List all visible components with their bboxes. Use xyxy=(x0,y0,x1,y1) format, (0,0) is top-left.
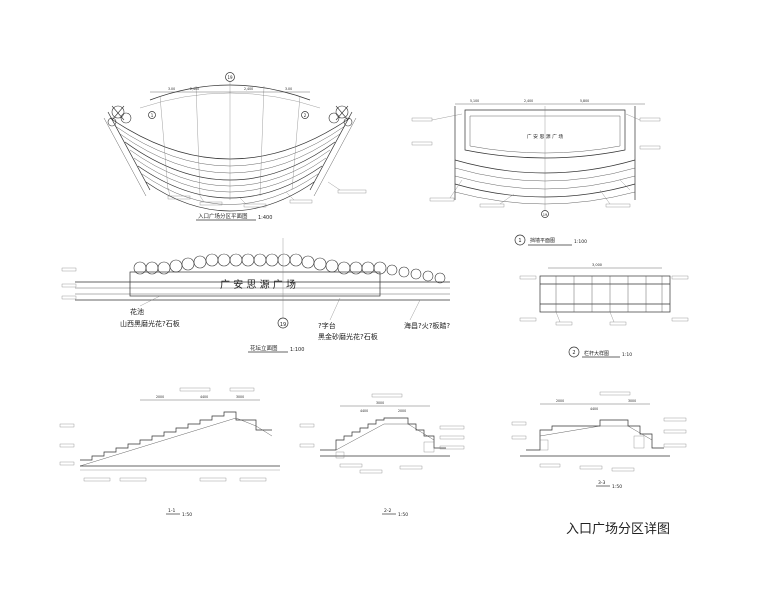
s1-title: 1-1 xyxy=(168,508,175,514)
wall-axis: 19 xyxy=(543,213,548,217)
elev-characters: ?字台 xyxy=(318,321,336,330)
plan-dim-1: 3.00 xyxy=(168,87,175,91)
section2-view: 3000 4400 2000 2-2 1:50 xyxy=(299,393,465,518)
elev-gold-sand: 黑金砂磨光花?石板 xyxy=(318,332,378,341)
elev-wall-text: 广 安 思 源 广 场 xyxy=(220,278,296,291)
s1-dim-3: 3000 xyxy=(236,395,244,399)
plan-callout-2: 2 xyxy=(304,113,307,118)
plan-callout-1: 1 xyxy=(151,113,154,118)
sheet-title: 入口广场分区详图 xyxy=(566,522,670,537)
plan-scale: 1:400 xyxy=(258,215,272,221)
s3-dim-1: 2000 xyxy=(556,399,564,403)
s3-title: 3-3 xyxy=(598,480,605,486)
s2-dim-1: 3000 xyxy=(376,401,384,405)
elev-hainan: 海昌?火?板踏? xyxy=(404,321,450,330)
section1-view: 2000 4400 3000 1-1 1:50 xyxy=(59,387,280,518)
elevation-view: 广 安 思 源 广 场 19 花池 山西黑磨光花?石板 ?字台 黑金砂磨光花?石… xyxy=(61,238,450,353)
detail2-badge: 2 xyxy=(572,350,575,356)
s3-dim-2: 4400 xyxy=(590,407,598,411)
wall-dim-2: 2,400 xyxy=(524,99,533,103)
s1-scale: 1:50 xyxy=(182,512,192,518)
detail2-dim: 3,000 xyxy=(592,263,602,267)
wall-plan-view: 5,100 2,400 5,800 广 安 思 源 广 场 19 xyxy=(411,99,661,246)
plan-dim-2: 2,400 xyxy=(190,87,199,91)
plan-dim-3: 2,400 xyxy=(244,87,253,91)
s2-title: 2-2 xyxy=(384,508,391,514)
wall-scale: 1:100 xyxy=(574,239,587,245)
s2-scale: 1:50 xyxy=(398,512,408,518)
elev-flower-bed: 花池 xyxy=(130,307,144,316)
elev-shanxi-black: 山西黑磨光花?石板 xyxy=(120,319,180,328)
s2-dim-2: 4400 xyxy=(360,409,368,413)
wall-badge: 1 xyxy=(518,238,521,244)
wall-title: 挡墙平面图 xyxy=(530,237,555,244)
plan-dim-4: 3.00 xyxy=(285,87,292,91)
detail2-title: 栏杆大样图 xyxy=(584,350,609,357)
detail2-scale: 1:10 xyxy=(622,352,632,358)
elev-title: 花坛立面图 xyxy=(250,344,278,352)
s1-dim-1: 2000 xyxy=(156,395,164,399)
plan-title: 入口广场分区平面图 xyxy=(198,212,248,220)
s2-dim-3: 2000 xyxy=(398,409,406,413)
wall-dim-3: 5,800 xyxy=(580,99,589,103)
plan-axis-label: 19 xyxy=(227,75,233,80)
s3-scale: 1:50 xyxy=(612,484,622,490)
elev-scale: 1:100 xyxy=(290,347,304,353)
section3-view: 2000 4400 3000 3-3 1:50 xyxy=(511,391,687,490)
detail2-view: 3,000 2 栏杆大样图 1:10 xyxy=(519,263,689,358)
plan-view: 19 3.00 2,400 2,400 3.00 1 2 入口广场分区平面图 1 xyxy=(103,72,367,221)
elev-axis: 19 xyxy=(280,322,286,328)
s1-dim-2: 4400 xyxy=(200,395,208,399)
s3-dim-3: 3000 xyxy=(628,399,636,403)
wall-dim-1: 5,100 xyxy=(470,99,479,103)
